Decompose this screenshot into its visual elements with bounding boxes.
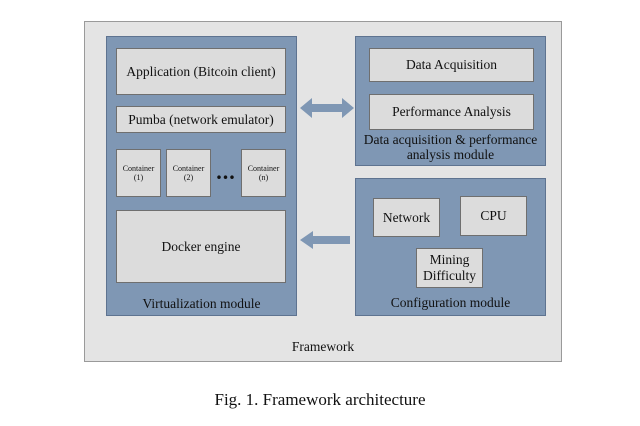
configuration-module-label: Configuration module xyxy=(390,295,511,310)
left-arrow xyxy=(300,231,350,249)
framework-label: Framework xyxy=(291,339,355,354)
mining-difficulty-label-2: Difficulty xyxy=(423,268,476,283)
pumba-box: Pumba (network emulator) xyxy=(116,106,286,133)
container-2-index: (2) xyxy=(183,173,194,182)
container-n-box: Container (n) xyxy=(241,149,286,197)
container-1-box: Container (1) xyxy=(116,149,161,197)
data-analysis-module-label-1: Data acquisition & performance xyxy=(363,132,538,147)
containers-ellipsis: ... xyxy=(216,159,236,184)
application-label: Application (Bitcoin client) xyxy=(126,63,276,79)
cpu-box: CPU xyxy=(460,196,527,236)
network-box: Network xyxy=(373,198,440,237)
network-label: Network xyxy=(382,209,431,225)
docker-engine-label: Docker engine xyxy=(161,238,241,254)
data-acquisition-label: Data Acquisition xyxy=(405,57,498,73)
bidirectional-arrow xyxy=(300,98,354,118)
left-arrow-shape xyxy=(300,231,350,249)
virtualization-module-label: Virtualization module xyxy=(142,296,261,311)
cpu-label: CPU xyxy=(480,208,507,224)
container-n-index: (n) xyxy=(258,173,269,182)
mining-difficulty-box: Mining Difficulty xyxy=(416,248,483,288)
container-2-box: Container (2) xyxy=(166,149,211,197)
pumba-label: Pumba (network emulator) xyxy=(128,111,274,127)
docker-engine-box: Docker engine xyxy=(116,210,286,283)
container-2-name: Container xyxy=(172,163,205,173)
data-acquisition-box: Data Acquisition xyxy=(369,48,534,82)
mining-difficulty-label-1: Mining xyxy=(429,252,470,268)
container-1-index: (1) xyxy=(133,173,144,182)
data-analysis-module-label-2: analysis module xyxy=(406,147,495,162)
container-n-name: Container xyxy=(247,163,280,173)
bidirectional-arrow-shape xyxy=(300,98,354,118)
figure-caption: Fig. 1. Framework architecture xyxy=(214,390,426,409)
performance-analysis-label: Performance Analysis xyxy=(392,104,511,120)
container-1-name: Container xyxy=(122,163,155,173)
application-box: Application (Bitcoin client) xyxy=(116,48,286,95)
performance-analysis-box: Performance Analysis xyxy=(369,94,534,130)
